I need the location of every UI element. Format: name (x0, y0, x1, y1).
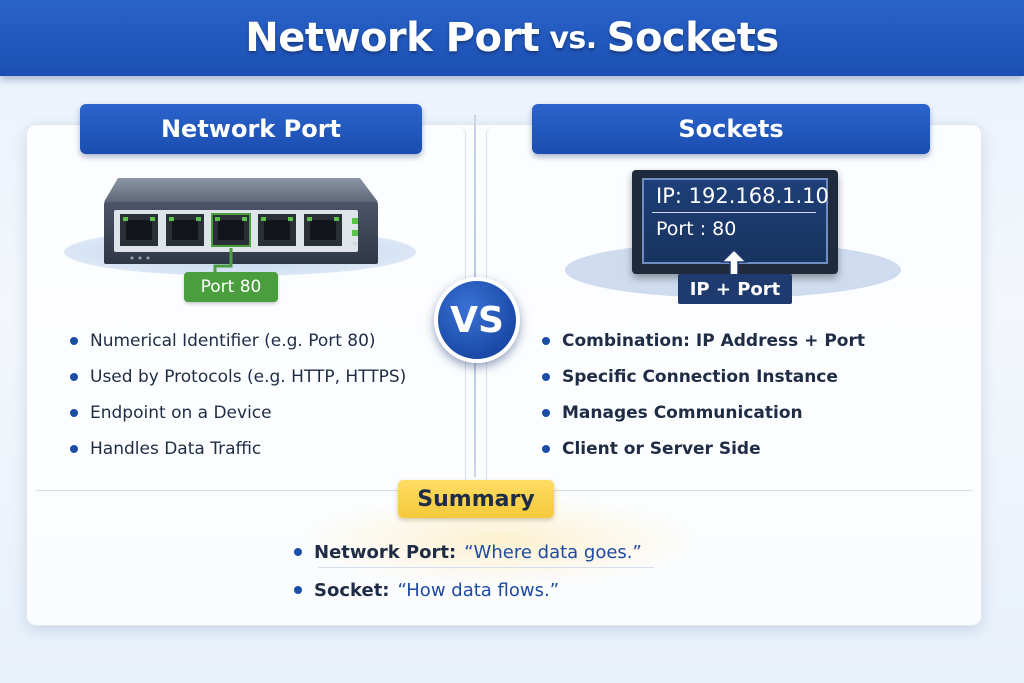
bullet-text: Manages Communication (562, 403, 803, 423)
summary-value: “How data flows.” (397, 579, 560, 601)
summary-list: Network Port: “Where data goes.” Socket: “… (294, 533, 674, 609)
socket-screen (642, 178, 828, 264)
list-item: Client or Server Side (542, 431, 962, 467)
bullet-text: Used by Protocols (e.g. HTTP, HTTPS) (90, 367, 407, 387)
bullet-dot-icon (542, 409, 550, 417)
bullet-text: Numerical Identifier (e.g. Port 80) (90, 331, 376, 351)
list-item: Specific Connection Instance (542, 359, 962, 395)
bullet-text: Client or Server Side (562, 439, 761, 459)
summary-item-separator (318, 567, 654, 568)
screen-divider (652, 212, 816, 213)
list-item: Used by Protocols (e.g. HTTP, HTTPS) (70, 359, 470, 395)
title-sockets: Sockets (606, 15, 780, 61)
bullet-dot-icon (70, 445, 78, 453)
list-item: Manages Communication (542, 395, 962, 431)
bullet-dot-icon (70, 337, 78, 345)
bullet-dot-icon (542, 373, 550, 381)
sockets-bullets: Combination: IP Address + Port Specific … (542, 323, 962, 467)
list-item: Numerical Identifier (e.g. Port 80) (70, 323, 470, 359)
network-switch-icon (64, 178, 416, 276)
vs-badge: VS (434, 277, 520, 363)
list-item: Handles Data Traffic (70, 431, 470, 467)
bullet-text: Specific Connection Instance (562, 367, 838, 387)
ip-address-text: IP: 192.168.1.10 (656, 184, 829, 208)
page-header: Network Port vs. Sockets (0, 0, 1024, 76)
bullet-text: Endpoint on a Device (90, 403, 272, 423)
bullet-dot-icon (70, 409, 78, 417)
bullet-dot-icon (294, 548, 302, 556)
summary-key: Socket: (314, 579, 390, 601)
title-vs: vs. (549, 20, 597, 56)
sockets-heading: Sockets (532, 104, 930, 154)
bullet-text: Combination: IP Address + Port (562, 331, 865, 351)
list-item: Network Port: “Where data goes.” (294, 533, 674, 571)
network-port-bullets: Numerical Identifier (e.g. Port 80) Used… (70, 323, 470, 467)
socket-port-text: Port : 80 (656, 218, 737, 240)
list-item: Combination: IP Address + Port (542, 323, 962, 359)
bullet-text: Handles Data Traffic (90, 439, 262, 459)
bullet-dot-icon (542, 445, 550, 453)
network-port-heading: Network Port (80, 104, 422, 154)
bullet-dot-icon (70, 373, 78, 381)
bullet-dot-icon (294, 586, 302, 594)
title-network-port: Network Port (245, 15, 540, 61)
summary-heading: Summary (398, 480, 554, 518)
port-80-label: Port 80 (184, 272, 278, 302)
bullet-dot-icon (542, 337, 550, 345)
list-item: Socket: “How data flows.” (294, 571, 674, 609)
ethernet-ports (120, 213, 342, 247)
list-item: Endpoint on a Device (70, 395, 470, 431)
summary-value: “Where data goes.” (464, 541, 642, 563)
summary-key: Network Port: (314, 541, 457, 563)
ip-plus-port-label: IP + Port (678, 274, 792, 304)
